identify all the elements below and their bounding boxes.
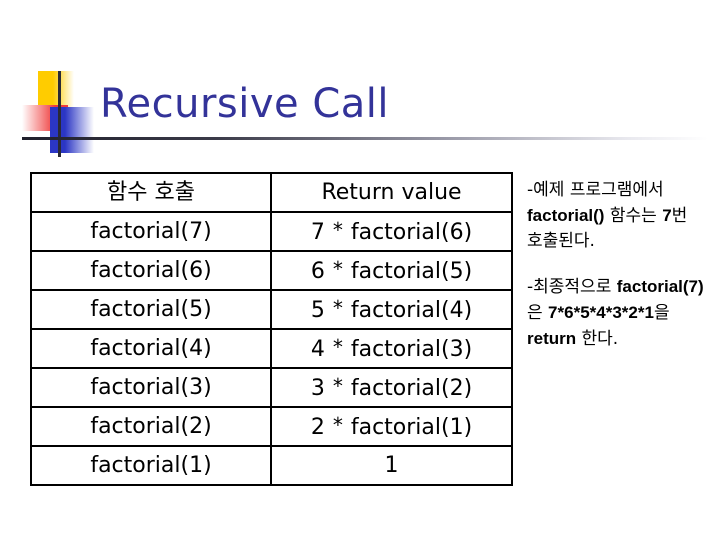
table-row: factorial(5)5 * factorial(4) (30, 289, 513, 330)
return-recursive-call: factorial(6) (343, 220, 473, 245)
return-operand: 6 (310, 259, 332, 284)
cell-function-call: factorial(5) (30, 289, 272, 330)
decorative-logo (22, 71, 100, 157)
return-operand: 7 (310, 220, 332, 245)
cell-return-value: 6 * factorial(5) (270, 250, 513, 291)
cell-return-value: 1 (270, 445, 513, 486)
logo-vertical-bar (58, 71, 61, 157)
table-body: 함수 호출 Return value factorial(7)7 * facto… (30, 172, 513, 486)
multiply-operator: * (331, 218, 344, 242)
cell-function-call: factorial(4) (30, 328, 272, 369)
note-text-run: 번 호출된다. (527, 206, 688, 251)
cell-return-value: 7 * factorial(6) (270, 211, 513, 252)
recursive-call-table: 함수 호출 Return value factorial(7)7 * facto… (30, 172, 513, 486)
table-row: factorial(7)7 * factorial(6) (30, 211, 513, 252)
cell-return-value: 4 * factorial(3) (270, 328, 513, 369)
return-recursive-call: factorial(5) (343, 259, 473, 284)
page-title: Recursive Call (100, 81, 390, 127)
slide-title-block: Recursive Call (0, 60, 720, 160)
multiply-operator: * (331, 296, 344, 320)
cell-return-value: 5 * factorial(4) (270, 289, 513, 330)
table-row: factorial(6)6 * factorial(5) (30, 250, 513, 291)
cell-function-call: factorial(7) (30, 211, 272, 252)
multiply-operator: * (331, 335, 344, 359)
column-header-return: Return value (270, 172, 513, 213)
note-text-run: factorial() (527, 206, 605, 225)
table-row: factorial(2)2 * factorial(1) (30, 406, 513, 447)
multiply-operator: * (331, 413, 344, 437)
table-row: factorial(3)3 * factorial(2) (30, 367, 513, 408)
column-header-call: 함수 호출 (30, 172, 272, 213)
note-text-run: 7 (662, 206, 672, 225)
return-operand: 4 (310, 337, 332, 362)
return-operand: 2 (310, 415, 332, 440)
return-recursive-call: factorial(2) (343, 376, 473, 401)
cell-function-call: factorial(6) (30, 250, 272, 291)
multiply-operator: * (331, 374, 344, 398)
note-text-run: 은 (527, 303, 549, 323)
cell-function-call: factorial(3) (30, 367, 272, 408)
return-operand: 3 (310, 376, 332, 401)
note-text-run: -예제 프로그램 (527, 180, 633, 200)
note-text-run: 을 (653, 303, 670, 323)
cell-return-value: 3 * factorial(2) (270, 367, 513, 408)
logo-yellow-square (38, 71, 74, 107)
note-final-result: -최종적으로 factorial(7) 은 7*6*5*4*3*2*1을 retu… (527, 274, 713, 352)
return-operand: 5 (310, 298, 332, 323)
table-row: factorial(4)4 * factorial(3) (30, 328, 513, 369)
note-text-run: 에서 (632, 180, 664, 200)
table-header-row: 함수 호출 Return value (30, 172, 513, 213)
return-recursive-call: factorial(3) (343, 337, 473, 362)
title-underline-rule (22, 137, 708, 140)
note-text-run: -최종적으로 (527, 277, 617, 297)
return-recursive-call: factorial(4) (343, 298, 473, 323)
note-call-count: -예제 프로그램에서 factorial() 함수는 7번 호출된다. (527, 178, 713, 254)
logo-blue-square (50, 107, 94, 153)
note-text-run: return (527, 329, 577, 348)
cell-function-call: factorial(1) (30, 445, 272, 486)
notes-panel: -예제 프로그램에서 factorial() 함수는 7번 호출된다. -최종적으… (527, 178, 713, 352)
multiply-operator: * (331, 257, 344, 281)
note-text-run: 7*6*5*4*3*2*1 (548, 303, 654, 322)
note-text-run: factorial(7) (616, 277, 704, 296)
cell-function-call: factorial(2) (30, 406, 272, 447)
note-text-run: 함수는 (604, 206, 663, 226)
cell-return-value: 2 * factorial(1) (270, 406, 513, 447)
note-text-run: 한다. (576, 329, 619, 349)
return-recursive-call: factorial(1) (343, 415, 473, 440)
table-row: factorial(1)1 (30, 445, 513, 486)
